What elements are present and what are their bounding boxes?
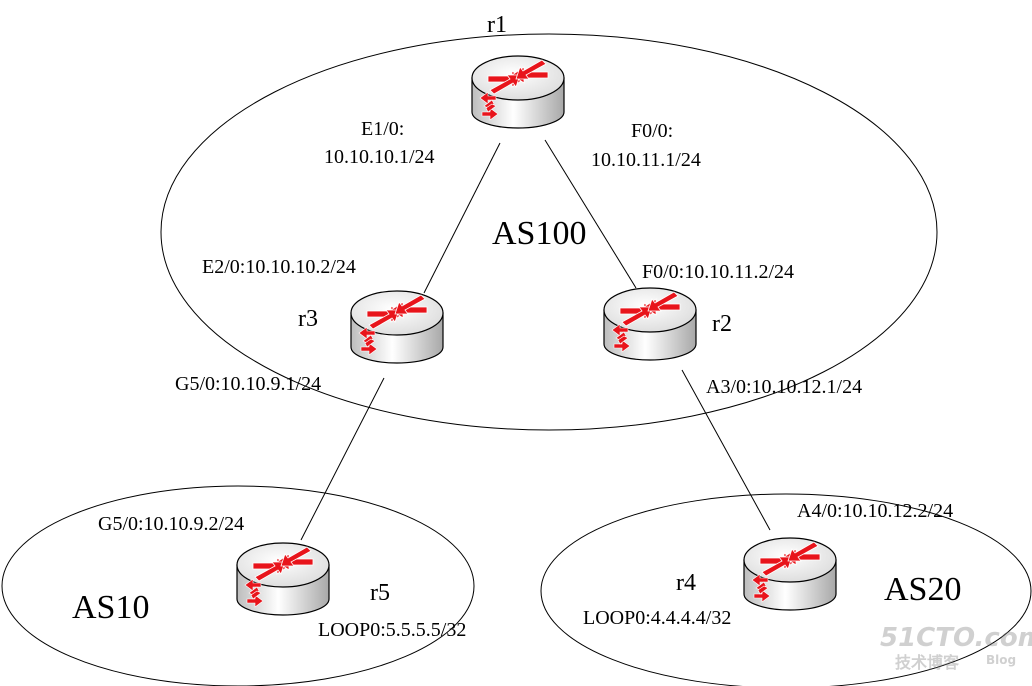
- as100-label: AS100: [492, 215, 586, 252]
- r1-f00-address: 10.10.11.1/24: [591, 149, 701, 171]
- link-r1-r3: [423, 142, 501, 294]
- router-icon[interactable]: [236, 542, 330, 616]
- router-icon[interactable]: [743, 537, 837, 611]
- r2-f00-label: F0/0:10.10.11.2/24: [642, 261, 794, 283]
- as20-boundary: [540, 493, 1032, 686]
- link-r2-r4: [681, 369, 771, 531]
- router-label-r5: r5: [370, 580, 390, 606]
- router-label-r4: r4: [676, 570, 696, 596]
- as100-boundary: [160, 33, 938, 431]
- r3-e20-label: E2/0:10.10.10.2/24: [202, 256, 356, 278]
- as10-label: AS10: [72, 589, 149, 626]
- watermark-sub: 技术博客: [895, 653, 960, 672]
- r5-g50-label: G5/0:10.10.9.2/24: [98, 513, 244, 535]
- r5-loop0-label: LOOP0:5.5.5.5/32: [318, 619, 466, 641]
- r4-loop0-label: LOOP0:4.4.4.4/32: [583, 607, 731, 629]
- router-icon[interactable]: [350, 290, 444, 364]
- r1-f00-label: F0/0:: [631, 120, 673, 142]
- link-r3-r5: [300, 377, 385, 541]
- watermark-blog: Blog: [986, 653, 1016, 667]
- r2-a30-label: A3/0:10.10.12.1/24: [706, 376, 862, 398]
- router-icon[interactable]: [603, 287, 697, 361]
- r1-e10-label: E1/0:: [361, 118, 404, 140]
- router-label-r1: r1: [487, 12, 507, 38]
- watermark-site: 51CTO.com: [880, 623, 1032, 653]
- r4-a40-label: A4/0:10.10.12.2/24: [797, 500, 953, 522]
- watermark: 51CTO.com 技术博客 Blog: [880, 623, 1032, 672]
- router-label-r2: r2: [712, 311, 732, 337]
- r1-e10-address: 10.10.10.1/24: [324, 146, 435, 168]
- r3-g50-label: G5/0:10.10.9.1/24: [175, 373, 321, 395]
- router-icon[interactable]: [471, 55, 565, 129]
- as20-label: AS20: [884, 571, 961, 608]
- router-label-r3: r3: [298, 306, 318, 332]
- link-r1-r2: [544, 139, 637, 289]
- as10-boundary: [1, 485, 475, 686]
